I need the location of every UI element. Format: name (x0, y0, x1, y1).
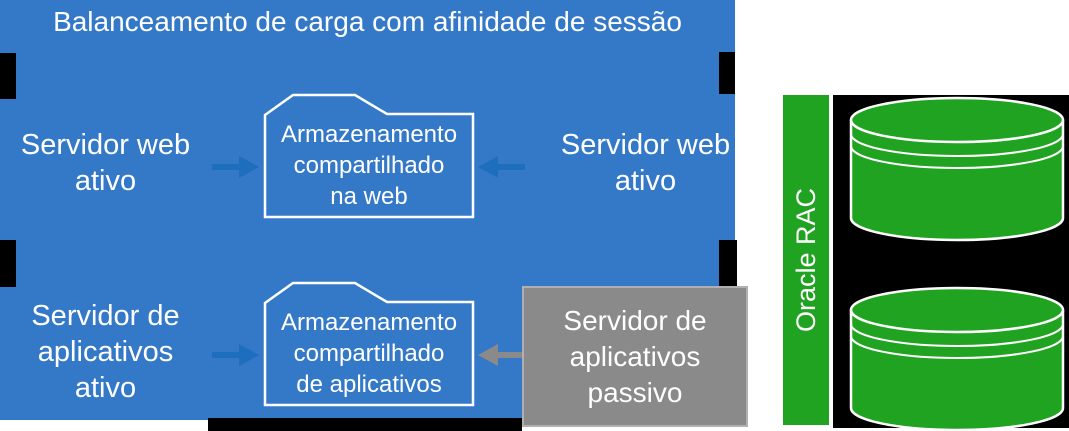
edge-connector-left-bottom (0, 240, 16, 287)
edge-connector-right-bottom (719, 240, 737, 287)
label-line: aplicativos (569, 340, 701, 372)
label-line: aplicativos (37, 336, 174, 368)
arrow-left-icon (478, 156, 525, 178)
label-line: compartilhado (293, 340, 445, 367)
bottom-shadow-bar (208, 418, 522, 431)
label-line: Servidor de (31, 300, 180, 332)
folder-web-label: Armazenamento compartilhado na web (266, 119, 472, 212)
folder-icon (263, 93, 475, 219)
passive-app-server-label: Servidor de aplicativos passivo (563, 303, 706, 411)
passive-app-server-box: Servidor de aplicativos passivo (522, 286, 748, 427)
panel-title: Balanceamento de carga com afinidade de … (53, 6, 682, 37)
edge-connector-left-top (0, 53, 16, 99)
label-app-server-left: Servidor de aplicativos ativo (8, 298, 203, 406)
label-line: na web (330, 183, 408, 210)
label-line: Armazenamento (280, 309, 458, 336)
folder-app-label: Armazenamento compartilhado de aplicativ… (266, 307, 472, 400)
folder-icon (263, 281, 475, 407)
database-cylinder-icon (849, 96, 1065, 242)
arrow-right-icon (212, 156, 259, 178)
label-line: Servidor web (20, 129, 191, 161)
oracle-rac-label: Oracle RAC (790, 187, 821, 333)
label-line: Servidor de (563, 304, 707, 336)
label-line: Armazenamento (280, 121, 458, 148)
label-line: compartilhado (293, 152, 445, 179)
label-web-server-left: Servidor web ativo (8, 127, 203, 199)
label-line: ativo (74, 165, 137, 197)
database-cylinder-icon (849, 286, 1065, 431)
label-line: de aplicativos (296, 371, 442, 398)
label-line: Servidor web (560, 129, 731, 161)
arrow-left-icon (478, 344, 525, 366)
label-line: passivo (587, 376, 683, 408)
session-affinity-panel: Balanceamento de carga com afinidade de … (0, 0, 735, 420)
edge-connector-right-top (719, 52, 735, 94)
oracle-rac-bar: Oracle RAC (783, 95, 829, 425)
label-web-server-right: Servidor web ativo (548, 127, 743, 199)
label-line: ativo (614, 165, 677, 197)
arrow-right-icon (212, 344, 259, 366)
label-line: ativo (74, 372, 137, 404)
